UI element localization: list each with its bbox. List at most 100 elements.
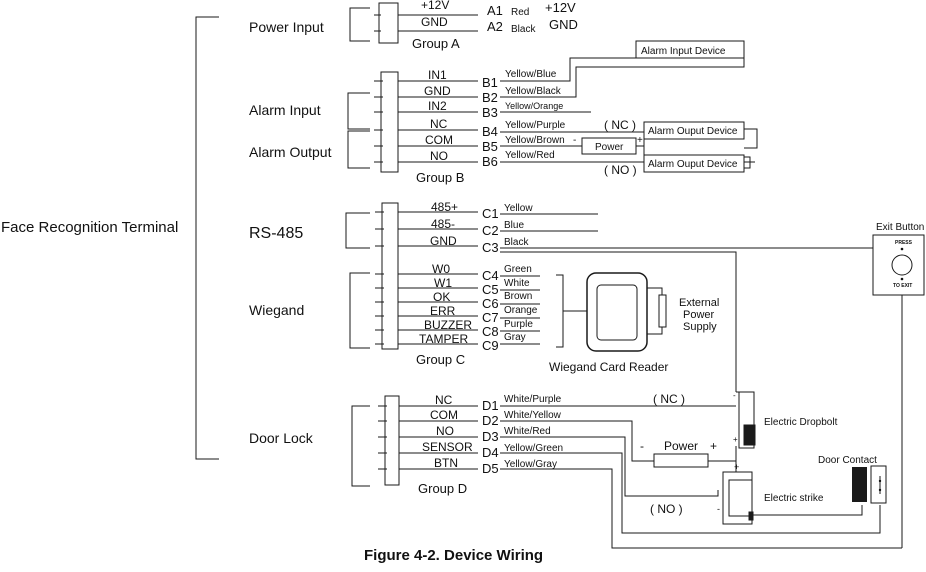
- section-alarm-input: Alarm Input: [249, 102, 321, 118]
- strike-plus: +: [734, 462, 739, 472]
- group-d-wire: White/Red: [504, 426, 551, 437]
- power-b-plus: +: [637, 135, 643, 146]
- section-door-lock: Door Lock: [249, 430, 314, 446]
- door-contact-label: Door Contact: [818, 455, 877, 466]
- door-contact: [852, 465, 887, 504]
- group-b-signal: IN1: [428, 68, 447, 82]
- group-b-signal: IN2: [428, 99, 447, 113]
- bracket-wiegand: [349, 272, 370, 349]
- group-c-pin: C5: [482, 282, 499, 297]
- group-c-wire: Orange: [504, 305, 538, 316]
- dropbolt-plus: +: [733, 435, 738, 444]
- group-d-signal: NC: [435, 393, 453, 407]
- press-label: PRESS: [895, 240, 913, 246]
- wiegand-card-reader: [586, 272, 667, 352]
- group-d-pin: D2: [482, 413, 499, 428]
- nc-b-label: ( NC ): [604, 118, 636, 132]
- power-b-minus: -: [573, 135, 576, 146]
- group-d-signal: NO: [436, 424, 454, 438]
- electric-dropbolt-label: Electric Dropbolt: [764, 417, 838, 428]
- group-c-signal: GND: [430, 234, 457, 248]
- group-d-wire: Yellow/Gray: [504, 459, 557, 470]
- group-c-wire: Green: [504, 264, 532, 275]
- group-d-wire: White/Purple: [504, 394, 562, 405]
- group-a-signal: GND: [421, 15, 448, 29]
- power-supply-d-label: Power: [664, 439, 698, 453]
- group-b-signal: GND: [424, 84, 451, 98]
- group-c-rows: 485+ 485- GND W0 W1 OK ERR BUZZER TAMPER…: [398, 200, 538, 353]
- group-d-external-wiring: [500, 390, 902, 549]
- group-b-signal: NC: [430, 117, 448, 131]
- bracket-group-a: [349, 7, 370, 42]
- group-b-pin: B5: [482, 139, 498, 154]
- section-alarm-output: Alarm Output: [249, 144, 332, 160]
- group-b-pin: B4: [482, 124, 498, 139]
- group-d-signal: BTN: [434, 456, 458, 470]
- group-c-wire: Gray: [504, 332, 526, 343]
- group-a-label: Group A: [412, 36, 460, 51]
- power-d-plus: +: [710, 439, 717, 453]
- group-b-wire: Yellow/Black: [505, 86, 562, 97]
- group-a-wire: Black: [511, 24, 536, 35]
- group-c-signal: 485+: [431, 200, 458, 214]
- wiegand-card-reader-label: Wiegand Card Reader: [549, 360, 668, 374]
- group-d-wire: White/Yellow: [504, 410, 562, 421]
- bracket-door-lock: [351, 405, 370, 487]
- electric-dropbolt: [738, 391, 756, 449]
- group-c-pin: C7: [482, 310, 499, 325]
- power-supply-b-label: Power: [595, 142, 624, 153]
- group-a-dest: +12V: [545, 0, 576, 15]
- group-d-label: Group D: [418, 481, 467, 496]
- connector-group-c: [381, 202, 399, 350]
- group-d-pin: D5: [482, 461, 499, 476]
- group-d-pin: D4: [482, 445, 499, 460]
- group-c-wire: Yellow: [504, 203, 533, 214]
- alarm-input-device: [635, 40, 745, 59]
- group-d-signal: COM: [430, 408, 458, 422]
- section-power-input: Power Input: [249, 19, 324, 35]
- group-c-signal: W1: [434, 276, 452, 290]
- bracket-alarm-output: [347, 130, 370, 169]
- exit-button: [872, 234, 925, 548]
- to-exit-label: TO EXIT: [893, 283, 912, 289]
- group-c-signal: ERR: [430, 304, 456, 318]
- alarm-output-device-2-label: Alarm Ouput Device: [648, 159, 738, 170]
- section-rs485: RS-485: [249, 225, 303, 242]
- group-d-wire: Yellow/Green: [504, 443, 563, 454]
- group-b-wire: Yellow/Red: [505, 150, 555, 161]
- alarm-input-device-label: Alarm Input Device: [641, 46, 726, 57]
- alarm-output-device-1-label: Alarm Ouput Device: [648, 126, 738, 137]
- group-a-pin: A2: [487, 19, 503, 34]
- group-c-pin: C9: [482, 338, 499, 353]
- group-a-pin: A1: [487, 3, 503, 18]
- group-b-wire: Yellow/Brown: [505, 135, 565, 146]
- group-b-signal: NO: [430, 149, 448, 163]
- dropbolt-minus: -: [733, 391, 736, 400]
- group-b-rows: IN1 GND IN2 NC COM NO B1 B2 B3 B4 B5 B6 …: [398, 68, 566, 169]
- alarm-output-device-2: [643, 154, 745, 173]
- connector-ticks: [374, 14, 387, 470]
- alarm-output-device-1: [643, 121, 745, 140]
- connector-group-d: [384, 395, 400, 486]
- group-a-signal: +12V: [421, 0, 449, 12]
- group-c-signal: OK: [433, 290, 450, 304]
- group-c-pin: C6: [482, 296, 499, 311]
- group-c-signal: BUZZER: [424, 318, 472, 332]
- group-c-signal: TAMPER: [419, 332, 468, 346]
- power-supply-d: [653, 453, 709, 468]
- group-d-pin: D3: [482, 429, 499, 444]
- bracket-alarm-input: [347, 92, 370, 130]
- group-d-rows: NC COM NO SENSOR BTN D1 D2 D3 D4 D5 Whit…: [399, 393, 563, 476]
- group-c-wire: Brown: [504, 291, 532, 302]
- group-c-external-wiring: [500, 213, 873, 390]
- group-c-pin: C3: [482, 240, 499, 255]
- nc-d-label: ( NC ): [653, 392, 685, 406]
- group-b-pin: B6: [482, 154, 498, 169]
- connector-group-b: [380, 71, 399, 173]
- external-power-label: Supply: [683, 321, 717, 333]
- group-c-pin: C4: [482, 268, 499, 283]
- external-power-label: External: [679, 297, 719, 309]
- group-a-rows: +12V GND A1 A2 Red Black +12V GND: [398, 0, 578, 35]
- group-c-label: Group C: [416, 352, 465, 367]
